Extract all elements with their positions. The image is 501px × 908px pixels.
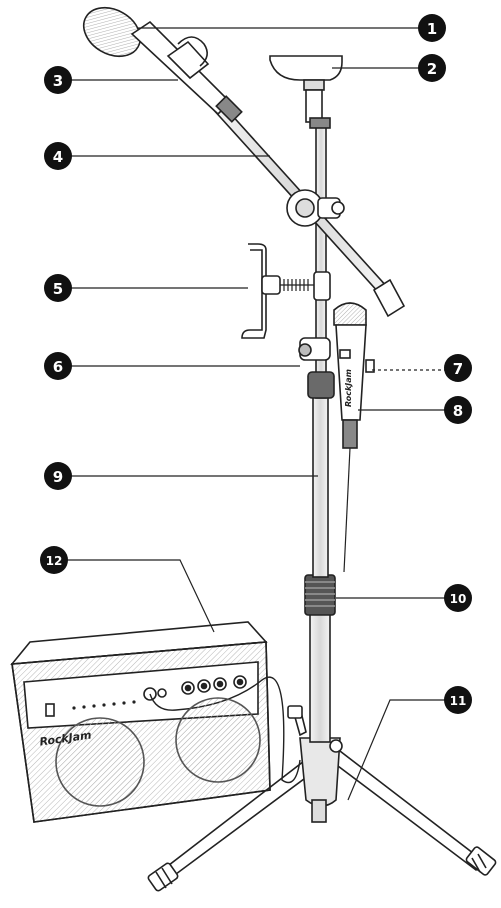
callout-3-label: 3 bbox=[53, 72, 63, 90]
tripod-base bbox=[147, 705, 497, 892]
callout-2-label: 2 bbox=[427, 60, 437, 78]
callout-9: 9 bbox=[44, 462, 72, 490]
boom-arm bbox=[210, 100, 406, 318]
leader-lines bbox=[62, 27, 446, 801]
callout-12: 12 bbox=[40, 546, 68, 574]
callout-7-label: 7 bbox=[453, 360, 463, 378]
callout-3: 3 bbox=[44, 66, 72, 94]
callout-5-label: 5 bbox=[53, 280, 63, 298]
callout-6: 6 bbox=[44, 352, 72, 380]
callout-1-label: 1 bbox=[427, 20, 437, 38]
callout-11-label: 11 bbox=[450, 694, 467, 708]
callout-8-label: 8 bbox=[453, 402, 463, 420]
callout-5: 5 bbox=[44, 274, 72, 302]
callout-9-label: 9 bbox=[53, 468, 63, 486]
callout-1: 1 bbox=[418, 14, 446, 42]
callout-4-label: 4 bbox=[53, 148, 63, 166]
callout-12-label: 12 bbox=[46, 554, 63, 568]
callout-7: 7 bbox=[444, 354, 472, 382]
height-adjust-knob bbox=[304, 574, 336, 616]
callout-badges: 1 2 3 4 5 6 7 8 9 10 11 12 bbox=[40, 14, 472, 714]
phone-holder bbox=[241, 243, 331, 339]
callout-10-label: 10 bbox=[450, 592, 467, 606]
stand-pole bbox=[304, 119, 336, 743]
leader-12 bbox=[62, 559, 215, 633]
wired-microphone bbox=[82, 6, 243, 123]
callout-6-label: 6 bbox=[53, 358, 63, 376]
callout-11: 11 bbox=[444, 686, 472, 714]
mic-brand-label: RockJam bbox=[344, 369, 353, 407]
callout-8: 8 bbox=[444, 396, 472, 424]
leader-11 bbox=[347, 699, 446, 801]
side-microphone: RockJam bbox=[298, 302, 375, 573]
callout-2: 2 bbox=[418, 54, 446, 82]
karaoke-speaker: RockJam bbox=[10, 621, 301, 823]
mic-holder-clip bbox=[269, 55, 343, 129]
callout-4: 4 bbox=[44, 142, 72, 170]
callout-10: 10 bbox=[444, 584, 472, 612]
